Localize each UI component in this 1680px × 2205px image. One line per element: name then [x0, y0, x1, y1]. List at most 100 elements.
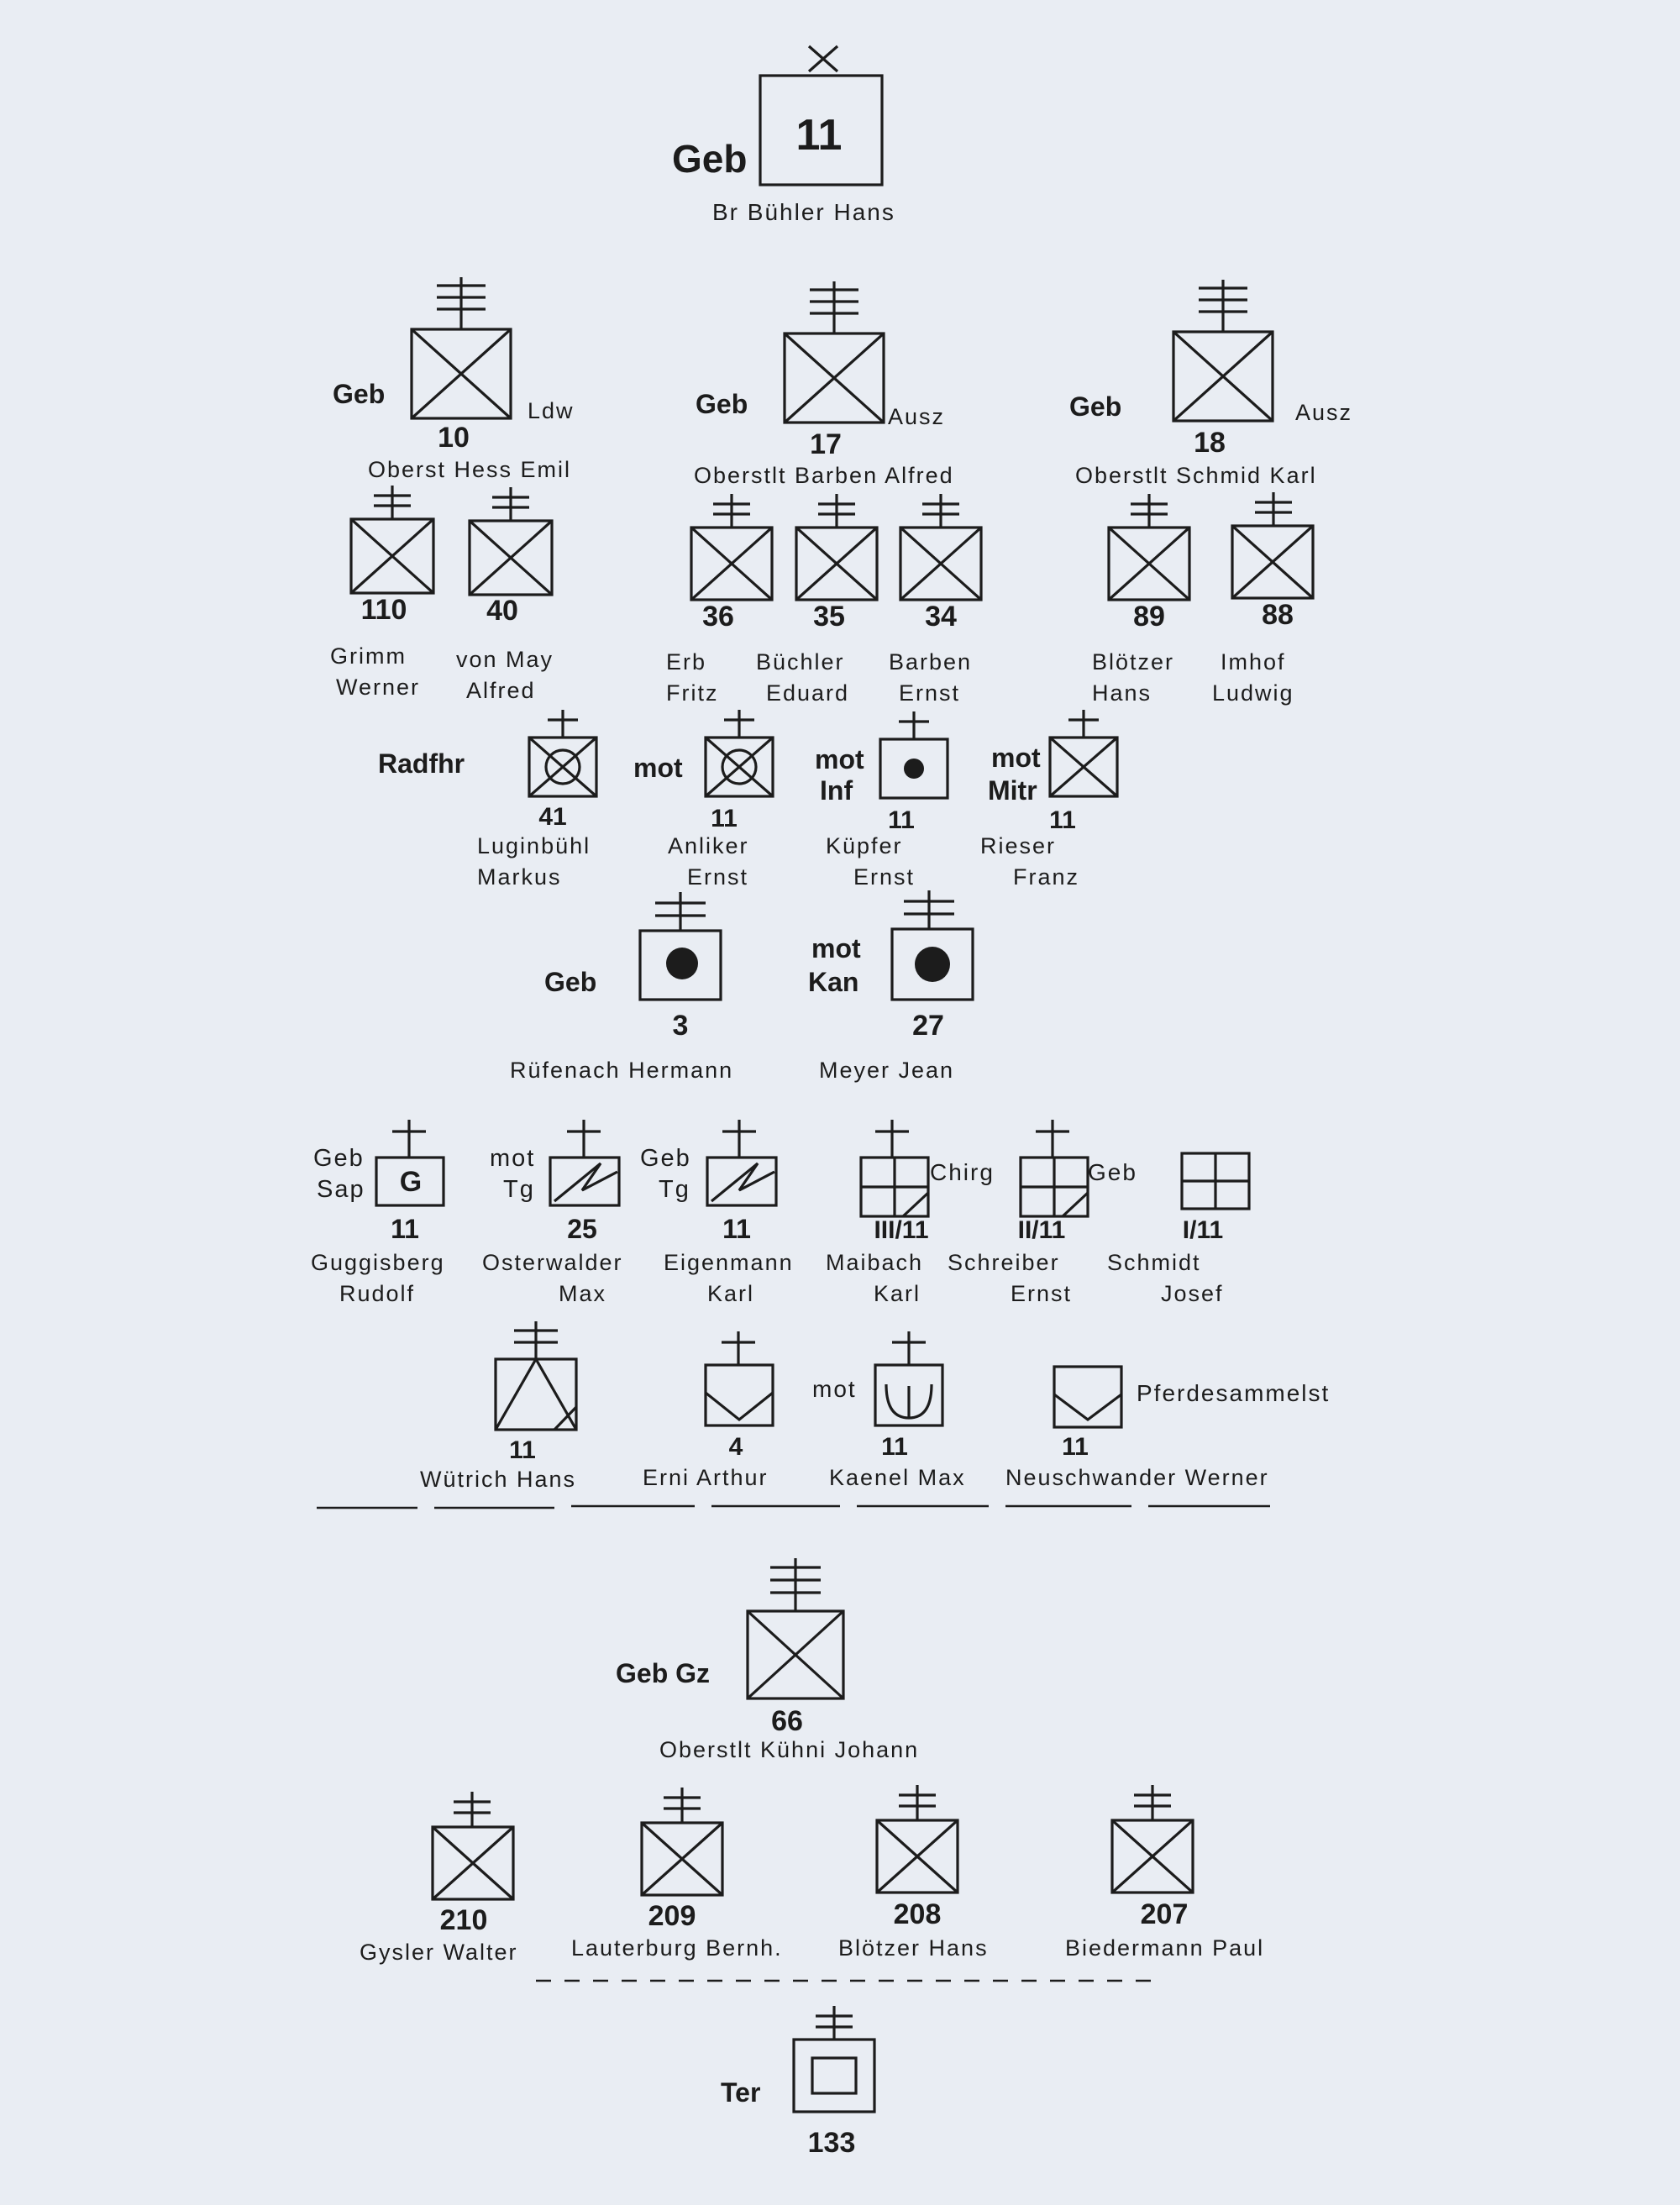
support-commander-line1: Eigenmann — [664, 1250, 794, 1275]
company-label-line1: mot — [991, 743, 1041, 773]
company-label-line2: Mitr — [988, 775, 1037, 806]
support-commander-line2: Karl — [874, 1281, 921, 1306]
logistics-node-neuschwander: Pferdesammelst 11 Neuschwander Werner — [1005, 1365, 1328, 1490]
logistics-number: 11 — [1062, 1433, 1089, 1461]
border-battalion-commander: Gysler Walter — [360, 1940, 518, 1965]
company-commander-line2: Markus — [477, 864, 562, 890]
artillery-label-line1: mot — [811, 933, 861, 963]
company-node-mot-mitr: mot Mitr 11 Rieser Franz — [980, 710, 1119, 890]
border-regiment-number: 66 — [771, 1705, 803, 1737]
support-label-line2: Tg — [503, 1176, 535, 1203]
company-commander-line2: Ernst — [687, 864, 748, 890]
border-battalion-commander: Lauterburg Bernh. — [571, 1935, 783, 1961]
support-number: 25 — [567, 1214, 597, 1244]
artillery-number: 27 — [912, 1010, 944, 1042]
border-battalion-node-209: 209 Lauterburg Bernh. — [571, 1788, 783, 1961]
support-commander-line1: Schmidt — [1107, 1250, 1201, 1275]
support-label-line2: Sap — [317, 1176, 365, 1203]
battalion-commander-line1: von May — [456, 647, 554, 672]
regiment-commander: Oberst Hess Emil — [368, 457, 571, 482]
border-battalion-node-207: 207 Biedermann Paul — [1065, 1785, 1264, 1961]
support-commander-line1: Guggisberg — [311, 1250, 445, 1275]
battalion-commander-line1: Grimm — [330, 643, 407, 669]
battalion-commander-line1: Büchler — [756, 649, 845, 675]
artillery-commander: Rüfenach Hermann — [510, 1058, 733, 1083]
company-commander-line1: Rieser — [980, 833, 1056, 858]
territorial-node: Ter 133 — [721, 2006, 876, 2159]
support-side-note: Chirg — [930, 1159, 995, 1185]
border-regiment-commander: Oberstlt Kühni Johann — [659, 1737, 919, 1762]
battalion-number: 40 — [486, 595, 518, 627]
brigade-node: 11 Geb Br Bühler Hans — [672, 45, 895, 225]
company-label-line1: mot — [815, 744, 864, 774]
company-commander-line1: Anliker — [668, 833, 749, 858]
support-label-line1: mot — [490, 1145, 535, 1172]
brigade-commander: Br Bühler Hans — [712, 199, 895, 225]
logistics-node-wuetrich: 11 Wütrich Hans — [420, 1321, 578, 1492]
regiment-node-18: Geb 18 Ausz Oberstlt Schmid Karl — [1069, 280, 1351, 488]
regiment-label: Geb — [696, 389, 748, 419]
battalion-commander-line2: Fritz — [666, 680, 718, 706]
support-number: 11 — [722, 1214, 751, 1244]
support-side-note: Geb — [1088, 1159, 1137, 1185]
company-number: 41 — [538, 803, 566, 831]
support-commander-line2: Josef — [1161, 1281, 1224, 1306]
regiment-label: Geb — [1069, 391, 1121, 422]
support-number: 11 — [391, 1214, 419, 1244]
company-label: Radfhr — [378, 748, 465, 779]
border-battalion-number: 207 — [1141, 1898, 1189, 1930]
logistics-commander: Wütrich Hans — [420, 1467, 576, 1492]
artillery-label: Geb — [544, 967, 596, 997]
battalion-number: 89 — [1133, 601, 1165, 633]
battalion-commander-line2: Ernst — [899, 680, 960, 706]
regiment-node-17: Geb 17 Ausz Oberstlt Barben Alfred — [694, 281, 954, 488]
battalion-commander-line2: Hans — [1092, 680, 1152, 706]
company-label-line2: Inf — [820, 775, 853, 806]
support-number: II/11 — [1018, 1216, 1066, 1244]
company-number: 11 — [1049, 806, 1076, 834]
border-battalion-node-208: 208 Blötzer Hans — [838, 1785, 989, 1961]
battalion-number: 35 — [813, 601, 845, 633]
support-commander-line2: Max — [559, 1281, 606, 1306]
battalion-number: 34 — [925, 601, 957, 633]
battalion-node-89: 89 Blötzer Hans — [1092, 494, 1191, 706]
battalion-node-35: 35 Büchler Eduard — [756, 494, 879, 706]
support-commander-line2: Karl — [707, 1281, 754, 1306]
support-node-medical-i: I/11 Schmidt Josef — [1107, 1152, 1251, 1306]
company-number: 11 — [888, 806, 915, 834]
support-node-medical-ii: Geb II/11 Schreiber Ernst — [948, 1120, 1137, 1306]
company-node-mot-inf: mot Inf 11 Küpfer Ernst — [815, 711, 949, 890]
support-label-line1: Geb — [640, 1145, 691, 1172]
border-battalion-number: 208 — [894, 1898, 942, 1930]
logistics-commander: Erni Arthur — [643, 1465, 769, 1490]
border-battalion-commander: Biedermann Paul — [1065, 1935, 1264, 1961]
battalion-number: 88 — [1262, 599, 1294, 631]
battalion-number: 36 — [702, 601, 734, 633]
support-label-line1: Geb — [313, 1145, 365, 1172]
support-commander-line2: Ernst — [1011, 1281, 1072, 1306]
artillery-number: 3 — [673, 1010, 689, 1042]
artillery-label-line2: Kan — [808, 967, 858, 997]
logistics-number: 4 — [729, 1433, 743, 1461]
regiment-commander: Oberstlt Schmid Karl — [1075, 463, 1317, 488]
company-commander-line2: Franz — [1013, 864, 1079, 890]
border-battalion-number: 209 — [648, 1900, 696, 1932]
company-node-mot: mot 11 Anliker Ernst — [633, 710, 774, 890]
battalion-commander-line1: Barben — [889, 649, 972, 675]
battalion-node-34: 34 Barben Ernst — [889, 494, 983, 706]
logistics-label: mot — [812, 1376, 857, 1402]
regiment-number: 18 — [1194, 427, 1226, 459]
support-node-mot-tg: mot Tg 25 Osterwalder Max — [482, 1120, 623, 1306]
regiment-label: Geb — [333, 379, 385, 409]
regiment-commander: Oberstlt Barben Alfred — [694, 463, 954, 488]
battalion-node-36: 36 Erb Fritz — [666, 494, 774, 706]
border-battalion-node-210: 210 Gysler Walter — [360, 1792, 518, 1965]
battalion-commander-line1: Erb — [666, 649, 706, 675]
artillery-node-mot-kan-27: mot Kan 27 — [808, 890, 974, 1042]
border-regiment-label: Geb Gz — [616, 1658, 710, 1688]
support-commander-line1: Osterwalder — [482, 1250, 623, 1275]
border-battalion-commander: Blötzer Hans — [838, 1935, 989, 1961]
logistics-commander: Neuschwander Werner — [1005, 1465, 1269, 1490]
support-commander-line1: Schreiber — [948, 1250, 1060, 1275]
regiment-side-note: Ldw — [528, 398, 575, 423]
